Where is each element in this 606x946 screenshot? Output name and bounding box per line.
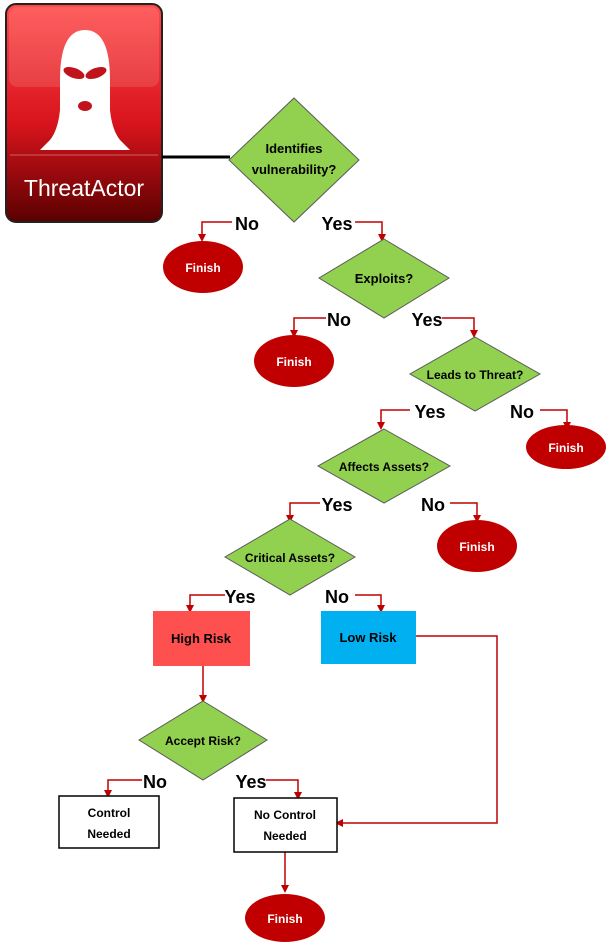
svg-text:Needed: Needed: [87, 827, 130, 841]
svg-text:Finish: Finish: [276, 355, 311, 369]
svg-text:No Control: No Control: [254, 808, 316, 822]
branch-no: No: [235, 214, 259, 234]
branch-no: No: [421, 495, 445, 515]
branch-no: No: [325, 587, 349, 607]
decision-critical-assets: Critical Assets?: [224, 518, 356, 596]
svg-text:Control: Control: [88, 806, 131, 820]
decision-accept-risk: Accept Risk?: [138, 700, 268, 781]
svg-text:Critical Assets?: Critical Assets?: [245, 551, 335, 565]
branch-labels: No Yes No Yes Yes No Yes No Yes No No Ye…: [142, 212, 535, 792]
svg-text:vulnerability?: vulnerability?: [252, 162, 337, 177]
high-risk-box: High Risk: [153, 611, 250, 666]
branch-yes: Yes: [321, 495, 352, 515]
svg-text:Accept Risk?: Accept Risk?: [165, 734, 241, 748]
threat-actor-label: ThreatActor: [24, 175, 144, 201]
svg-text:Finish: Finish: [459, 540, 494, 554]
no-control-needed-box: No Control Needed: [233, 797, 338, 853]
threat-actor-icon: ThreatActor: [5, 3, 163, 223]
low-risk-box: Low Risk: [321, 611, 416, 664]
svg-text:Finish: Finish: [548, 441, 583, 455]
svg-text:Identifies: Identifies: [265, 141, 322, 156]
control-needed-box: Control Needed: [58, 795, 160, 849]
svg-text:Low Risk: Low Risk: [339, 630, 397, 645]
svg-text:Needed: Needed: [263, 829, 306, 843]
finish-terminal: Finish: [254, 335, 334, 387]
branch-no: No: [327, 310, 351, 330]
svg-text:Leads to Threat?: Leads to Threat?: [427, 368, 524, 382]
branch-yes: Yes: [411, 310, 442, 330]
finish-terminal: Finish: [437, 520, 517, 572]
svg-text:Exploits?: Exploits?: [355, 271, 414, 286]
branch-yes: Yes: [414, 402, 445, 422]
decision-leads-to-threat: Leads to Threat?: [408, 336, 542, 412]
finish-terminal: Finish: [245, 894, 325, 942]
branch-yes: Yes: [321, 214, 352, 234]
balaclava-mask-icon: [40, 30, 130, 150]
svg-text:Finish: Finish: [267, 912, 302, 926]
branch-no: No: [143, 772, 167, 792]
svg-text:Finish: Finish: [185, 261, 220, 275]
finish-terminal: Finish: [526, 425, 606, 469]
decision-identifies-vulnerability: Identifies vulnerability?: [228, 97, 360, 223]
finish-terminal: Finish: [163, 241, 243, 293]
branch-no: No: [510, 402, 534, 422]
svg-text:Affects Assets?: Affects Assets?: [339, 460, 429, 474]
branch-yes: Yes: [235, 772, 266, 792]
decision-affects-assets: Affects Assets?: [316, 428, 452, 504]
svg-text:High Risk: High Risk: [171, 631, 232, 646]
decision-exploits: Exploits?: [318, 238, 450, 319]
branch-yes: Yes: [224, 587, 255, 607]
